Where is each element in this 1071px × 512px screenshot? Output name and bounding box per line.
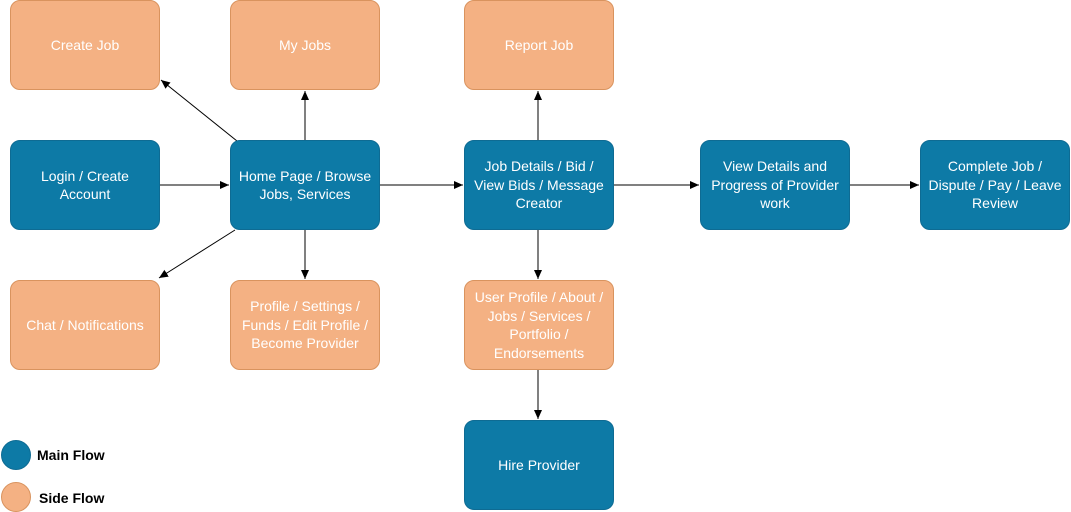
node-label: Complete Job / Dispute / Pay / Leave Rev…: [928, 158, 1062, 212]
node-label: Home Page / Browse Jobs, Services: [238, 167, 372, 203]
node-user-profile: User Profile / About / Jobs / Services /…: [464, 280, 614, 370]
node-report-job: Report Job: [464, 0, 614, 90]
arrow-home-to-create-job: [160, 79, 238, 142]
node-my-jobs: My Jobs: [230, 0, 380, 90]
node-chat: Chat / Notifications: [10, 280, 160, 370]
node-label: Profile / Settings / Funds / Edit Profil…: [241, 298, 369, 352]
node-label: Login / Create Account: [41, 167, 129, 203]
legend-side-swatch: [1, 482, 31, 512]
node-label: My Jobs: [278, 36, 332, 53]
node-label: Report Job: [504, 36, 574, 53]
legend-main-swatch: [1, 440, 31, 470]
node-label: User Profile / About / Jobs / Services /…: [474, 289, 604, 361]
node-hire-provider: Hire Provider: [464, 420, 614, 510]
node-label: Hire Provider: [498, 456, 580, 473]
legend-side-label: Side Flow: [39, 490, 105, 506]
node-profile-settings: Profile / Settings / Funds / Edit Profil…: [230, 280, 380, 370]
node-complete-job: Complete Job / Dispute / Pay / Leave Rev…: [920, 140, 1070, 230]
legend-main-label: Main Flow: [37, 447, 105, 463]
node-label: Chat / Notifications: [26, 316, 144, 333]
node-label: View Details and Progress of Provider wo…: [711, 158, 839, 212]
node-home: Home Page / Browse Jobs, Services: [230, 140, 380, 230]
node-label: Create Job: [50, 36, 120, 53]
node-label: Job Details / Bid / View Bids / Message …: [474, 158, 604, 212]
node-view-progress: View Details and Progress of Provider wo…: [700, 140, 850, 230]
node-login: Login / Create Account: [10, 140, 160, 230]
node-create-job: Create Job: [10, 0, 160, 90]
node-job-details: Job Details / Bid / View Bids / Message …: [464, 140, 614, 230]
arrow-home-to-chat: [158, 229, 236, 279]
